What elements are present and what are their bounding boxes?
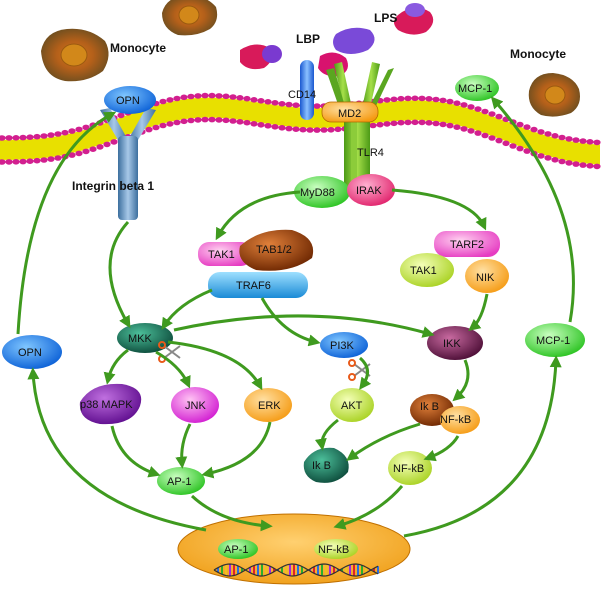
akt-node bbox=[330, 388, 374, 422]
md2-protein bbox=[321, 101, 379, 123]
nucleus bbox=[177, 513, 411, 585]
monocyte-cell-icon bbox=[162, 0, 218, 36]
opn-node-side bbox=[2, 335, 62, 369]
akt-label: AKT bbox=[341, 400, 363, 412]
nik-label: NIK bbox=[476, 272, 495, 284]
arrow-myd88-to-tak1 bbox=[215, 190, 301, 241]
lps-molecule-icon bbox=[394, 3, 434, 35]
erk-label: ERK bbox=[258, 400, 281, 412]
tak1-right-label: TAK1 bbox=[410, 265, 437, 277]
tak1-node-right bbox=[400, 253, 454, 287]
myd88-node bbox=[294, 176, 350, 208]
nfkb-bound-node bbox=[440, 406, 480, 434]
ikb-label: Ik B bbox=[312, 460, 331, 472]
md2-label: MD2 bbox=[338, 108, 361, 120]
arrow-mkk-to-p38 bbox=[103, 348, 129, 385]
p38-mapk-node bbox=[79, 383, 142, 425]
erk-node bbox=[244, 388, 292, 422]
tarf2-label: TARF2 bbox=[450, 239, 484, 251]
arrow-nucleus-to-opn bbox=[27, 367, 207, 532]
lbp-label: LBP bbox=[296, 32, 320, 46]
pi3k-node bbox=[320, 332, 368, 358]
arrow-traf6-to-ikk bbox=[173, 314, 435, 338]
opn-top-label: OPN bbox=[116, 95, 140, 107]
mcp1-node-side bbox=[525, 323, 585, 357]
arrow-p38-to-ap1 bbox=[110, 425, 161, 478]
integrin-label: Integrin beta 1 bbox=[72, 179, 154, 193]
p38-label: p38 MAPK bbox=[80, 399, 133, 411]
arrow-jnk-to-ap1 bbox=[175, 423, 192, 469]
traf6-label: TRAF6 bbox=[236, 280, 271, 292]
arrow-erk-to-ap1 bbox=[201, 421, 272, 479]
cd14-label: CD14 bbox=[288, 89, 316, 101]
opn-node-top bbox=[104, 86, 156, 114]
monocyte-label-left: Monocyte bbox=[110, 41, 166, 55]
arrow-mkk-to-erk bbox=[167, 340, 263, 391]
nfkb-node bbox=[388, 451, 432, 485]
nfkb-label: NF-kB bbox=[393, 463, 424, 475]
irak-node bbox=[347, 174, 395, 206]
ap1-node bbox=[157, 467, 205, 495]
tarf2-node bbox=[434, 231, 500, 257]
mcp1-top-label: MCP-1 bbox=[458, 83, 492, 95]
nucleus-nfkb-node bbox=[314, 539, 358, 559]
arrow-traf6-to-mkk bbox=[161, 288, 213, 331]
arrow-opn-side-to-opn-top bbox=[16, 111, 117, 335]
nucleus-ap1-node bbox=[218, 539, 258, 559]
dna-helix-icon bbox=[213, 563, 379, 577]
arrow-nucleus-to-mcp1 bbox=[403, 355, 562, 538]
arrow-irak-to-tarf2 bbox=[391, 188, 487, 231]
tab12-node bbox=[239, 229, 314, 271]
ikk-label: IKK bbox=[443, 338, 461, 350]
mkk-label: MKK bbox=[128, 333, 153, 345]
ikb-complex-label: Ik B bbox=[420, 401, 439, 413]
arrow-ap1-to-nucleus bbox=[190, 494, 273, 532]
myd88-label: MyD88 bbox=[300, 187, 335, 199]
opn-side-label: OPN bbox=[18, 347, 42, 359]
monocyte-cell-icon bbox=[528, 73, 580, 117]
arrow-traf6-to-pi3k bbox=[260, 297, 321, 347]
pathway-arrows bbox=[16, 96, 575, 538]
nucleus-nfkb-label: NF-kB bbox=[318, 544, 349, 556]
arrow-akt-to-ikb bbox=[314, 418, 339, 451]
tab12-label: TAB1/2 bbox=[256, 244, 292, 256]
nfkb-complex-label: NF-kB bbox=[440, 414, 471, 426]
arrow-pi3k-to-akt bbox=[358, 356, 372, 390]
nucleus-ap1-label: AP-1 bbox=[224, 544, 248, 556]
ap1-label: AP-1 bbox=[167, 476, 191, 488]
monocyte-cell-icon bbox=[41, 28, 109, 82]
tak1-node-left bbox=[198, 242, 252, 266]
arrow-mcp1-side-to-mcp1-top bbox=[490, 96, 575, 323]
tak1-left-label: TAK1 bbox=[208, 249, 235, 261]
tlr4-label: TLR4 bbox=[357, 147, 384, 159]
jnk-label: JNK bbox=[185, 400, 206, 412]
cd14-receptor bbox=[300, 60, 314, 120]
lps-label: LPS bbox=[374, 11, 397, 25]
nik-node bbox=[465, 259, 509, 293]
arrow-complex-to-nfkb bbox=[423, 435, 460, 462]
ikk-node bbox=[427, 326, 483, 360]
monocyte-label-right: Monocyte bbox=[510, 47, 566, 61]
arrow-integrin-to-mkk bbox=[108, 220, 131, 329]
jnk-node bbox=[171, 387, 219, 423]
pi3k-label: PI3K bbox=[330, 340, 355, 352]
ligand-molecule-icon bbox=[240, 44, 282, 70]
arrow-nik-to-ikk bbox=[468, 293, 489, 332]
lbp-molecule-icon bbox=[318, 27, 375, 77]
irak-label: IRAK bbox=[356, 185, 382, 197]
mcp1-node-top bbox=[455, 75, 499, 101]
traf6-node bbox=[208, 272, 308, 298]
arrow-nfkb-to-nucleus bbox=[333, 485, 404, 530]
mcp1-side-label: MCP-1 bbox=[536, 335, 570, 347]
arrow-complex-to-ikb bbox=[346, 422, 421, 461]
arrow-ikk-to-complex bbox=[452, 359, 470, 402]
ikb-node bbox=[303, 447, 349, 483]
arrow-mkk-to-jnk bbox=[155, 350, 191, 389]
